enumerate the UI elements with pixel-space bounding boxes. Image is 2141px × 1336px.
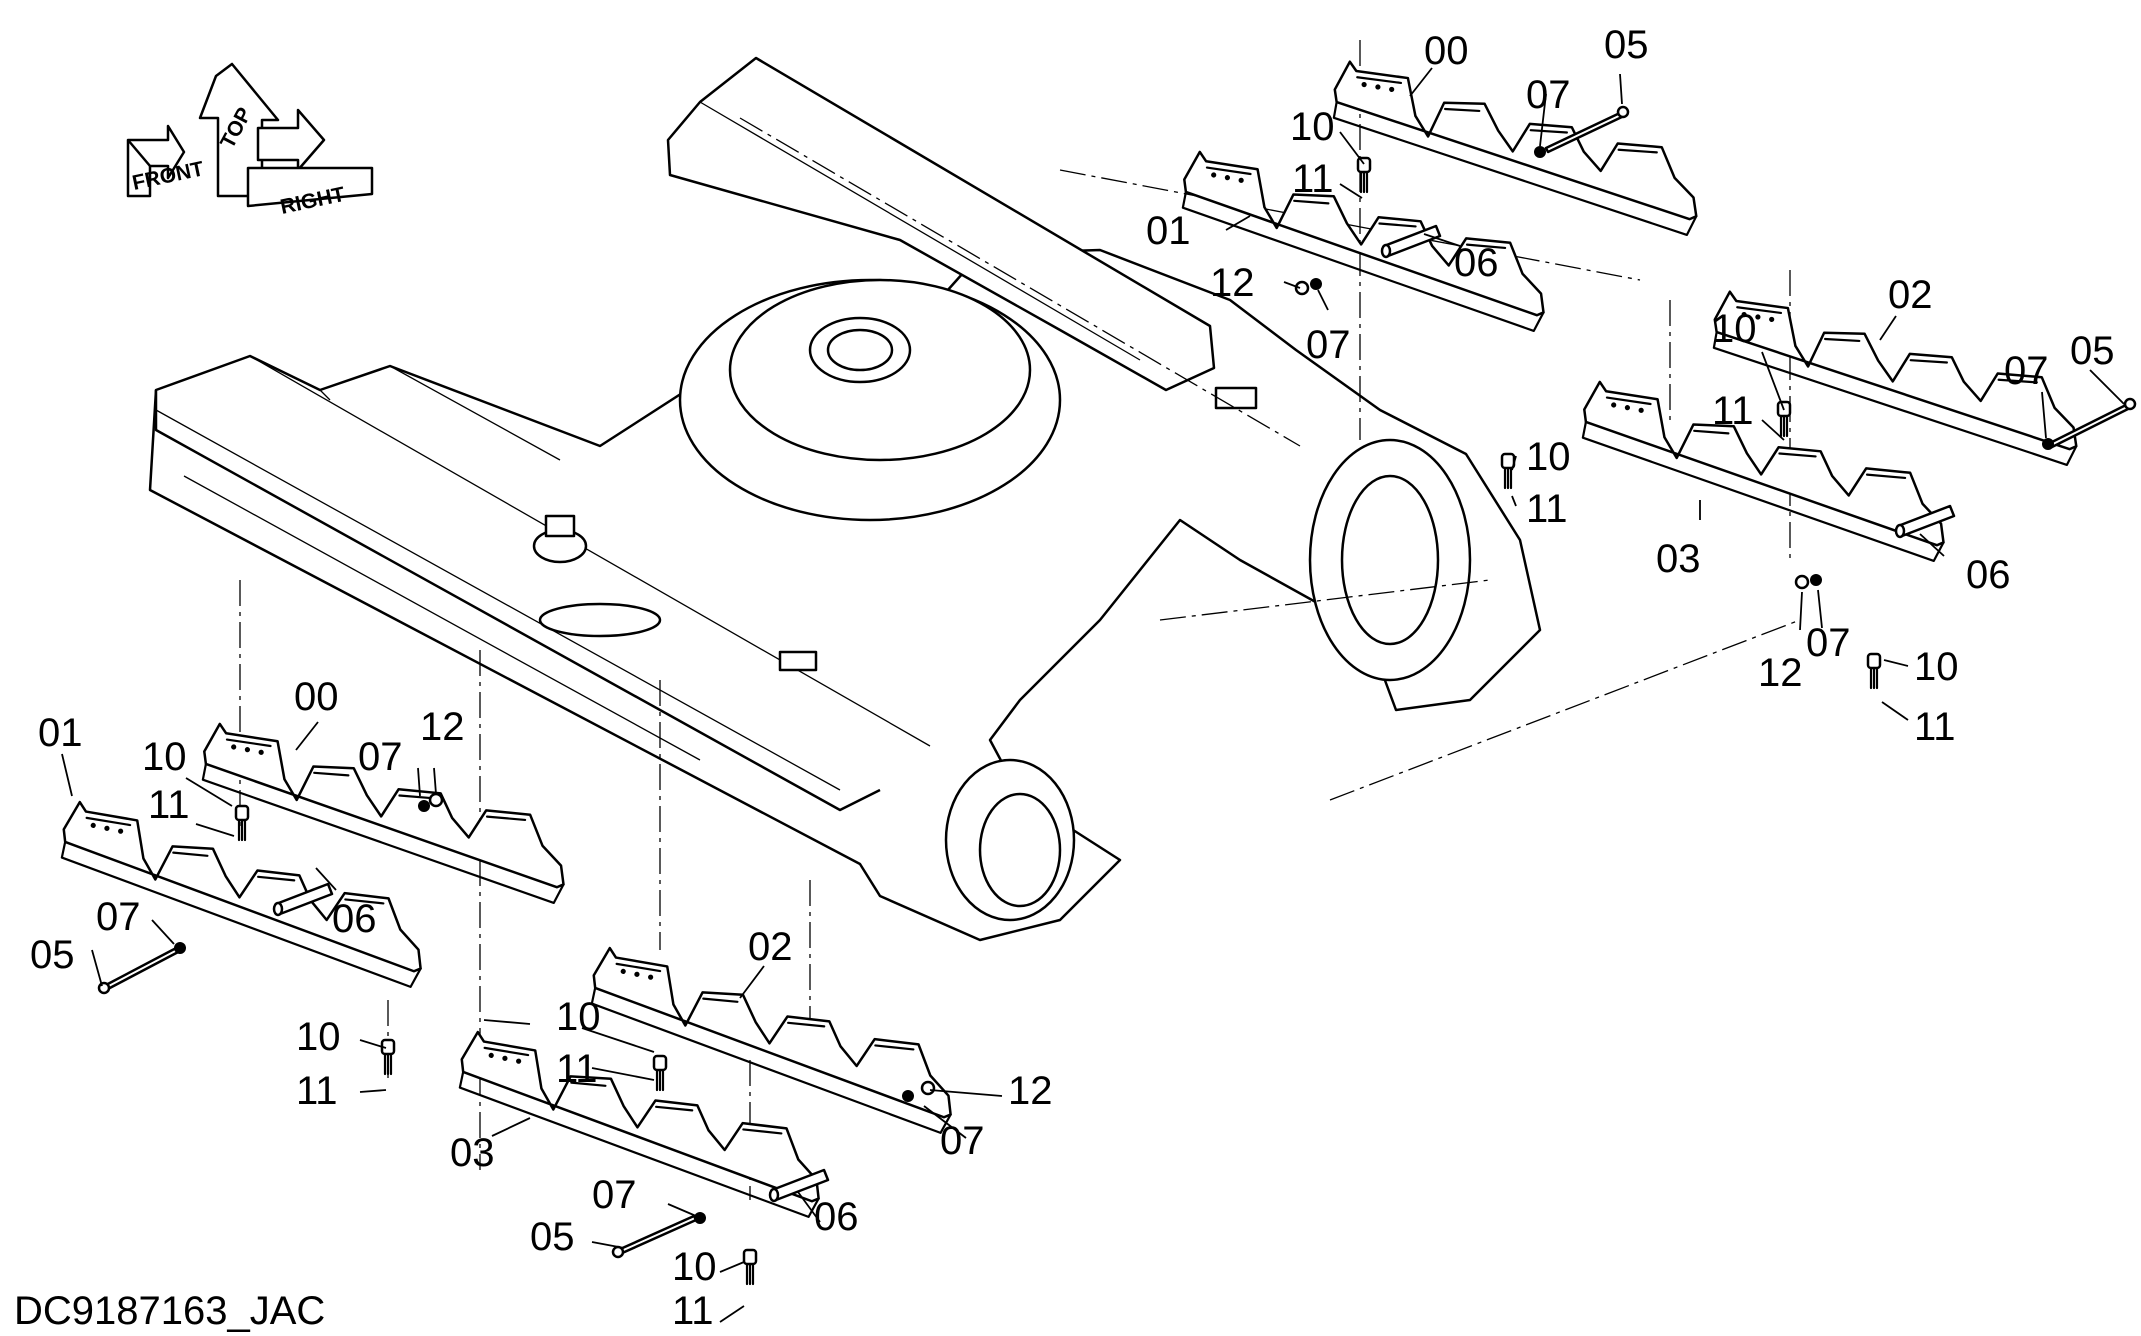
- bolt-05-left-a: [102, 944, 184, 992]
- callout-10-left-c: 10: [556, 995, 601, 1039]
- callout-01-left: 01: [38, 711, 83, 755]
- callout-11-left-c: 11: [556, 1047, 598, 1091]
- callout-11-left-b: 11: [296, 1069, 338, 1113]
- bushing-bolt-10-11-right-c: [1500, 452, 1516, 490]
- washer-07-left-b: [418, 800, 430, 812]
- washer-07-right-b: [1310, 278, 1322, 290]
- callout-10-right-d: 10: [1914, 645, 1959, 689]
- bushing-bolt-10-11-left-a: [234, 804, 250, 842]
- callout-02-right: 02: [1888, 273, 1933, 317]
- nut-12-left-b: [920, 1080, 936, 1096]
- bushing-bolt-10-11-left-b: [380, 1038, 396, 1076]
- callout-10-right-c: 10: [1526, 435, 1571, 479]
- nut-12-left-a: [428, 792, 444, 808]
- callout-01-right: 01: [1146, 209, 1191, 253]
- right-track-guard-group: [1167, 58, 2137, 690]
- callout-labels-left: 00 01 12 07 10 11 06 07 05 10 11 02 10 1…: [30, 675, 1053, 1333]
- callout-05-left-b: 05: [530, 1215, 575, 1259]
- left-track-guard-group: [45, 720, 971, 1286]
- callout-11-right-a: 11: [1292, 157, 1334, 201]
- callout-07-left-d: 07: [592, 1173, 637, 1217]
- washer-07-right-c: [2042, 438, 2054, 450]
- callout-07-right-d: 07: [1806, 621, 1851, 665]
- callout-05-right-b: 05: [2070, 329, 2115, 373]
- callout-06-left-b: 06: [814, 1195, 859, 1239]
- callout-06-left-a: 06: [332, 897, 377, 941]
- callout-11-right-b: 11: [1712, 389, 1754, 433]
- callout-06-right-b: 06: [1966, 553, 2011, 597]
- bolt-05-right-b-head: [2123, 397, 2137, 411]
- bushing-bolt-10-11-left-c: [652, 1054, 668, 1092]
- orientation-indicator: FRONT TOP RIGHT: [126, 62, 374, 219]
- callout-12-right-a: 12: [1210, 261, 1255, 305]
- callout-03-left: 03: [450, 1131, 495, 1175]
- callout-06-right-a: 06: [1454, 241, 1499, 285]
- callout-05-left-a: 05: [30, 933, 75, 977]
- drawing-id-label: DC9187163_JAC: [14, 1289, 325, 1333]
- callout-00-right: 00: [1424, 29, 1469, 73]
- callout-10-right-a: 10: [1290, 105, 1335, 149]
- callout-07-right-c: 07: [2004, 349, 2049, 393]
- callout-02-left: 02: [748, 925, 793, 969]
- washer-07-right-d: [1810, 574, 1822, 586]
- callout-11-right-c: 11: [1526, 487, 1568, 531]
- callout-07-left-a: 07: [358, 735, 403, 779]
- callout-12-left-b: 12: [1008, 1069, 1053, 1113]
- callout-07-right-a: 07: [1526, 73, 1571, 117]
- washer-07-left-a: [174, 942, 186, 954]
- bolt-05-right-a-head: [1616, 105, 1630, 119]
- callout-07-left-b: 07: [96, 895, 141, 939]
- washer-07-right-a: [1534, 146, 1546, 158]
- callout-03-right: 03: [1656, 537, 1701, 581]
- bolt-05-left-b-head: [611, 1245, 625, 1259]
- lower-frame-assembly: [148, 56, 1542, 942]
- callout-10-left-b: 10: [296, 1015, 341, 1059]
- bolt-05-left-a-head: [97, 981, 111, 995]
- callout-labels-right: 00 05 07 10 11 01 06 12 07 02 10 05 07 1…: [1146, 23, 2115, 749]
- callout-11-left-a: 11: [148, 783, 190, 827]
- washer-07-left-d: [902, 1090, 914, 1102]
- callout-10-left-d: 10: [672, 1245, 717, 1289]
- nut-12-right-a: [1294, 280, 1310, 296]
- nut-12-right-b: [1794, 574, 1810, 590]
- bushing-bolt-10-11-right-b: [1776, 400, 1792, 438]
- callout-12-right-b: 12: [1758, 651, 1803, 695]
- callout-10-right-b: 10: [1712, 307, 1757, 351]
- callout-07-right-b: 07: [1306, 323, 1351, 367]
- callout-11-left-d: 11: [672, 1289, 714, 1333]
- callout-05-right-a: 05: [1604, 23, 1649, 67]
- callout-12-left-a: 12: [420, 705, 465, 749]
- callout-07-left-c: 07: [940, 1119, 985, 1163]
- bushing-bolt-10-11-right-d: [1866, 652, 1882, 690]
- callout-10-left-a: 10: [142, 735, 187, 779]
- track-guard-00-right: [1319, 58, 1714, 238]
- bushing-bolt-10-11-left-d: [742, 1248, 758, 1286]
- leader-lines: [61, 67, 2125, 1323]
- track-guard-02-left: [575, 944, 971, 1136]
- washer-07-left-c: [694, 1212, 706, 1224]
- callout-11-right-d: 11: [1914, 705, 1956, 749]
- callout-00-left: 00: [294, 675, 339, 719]
